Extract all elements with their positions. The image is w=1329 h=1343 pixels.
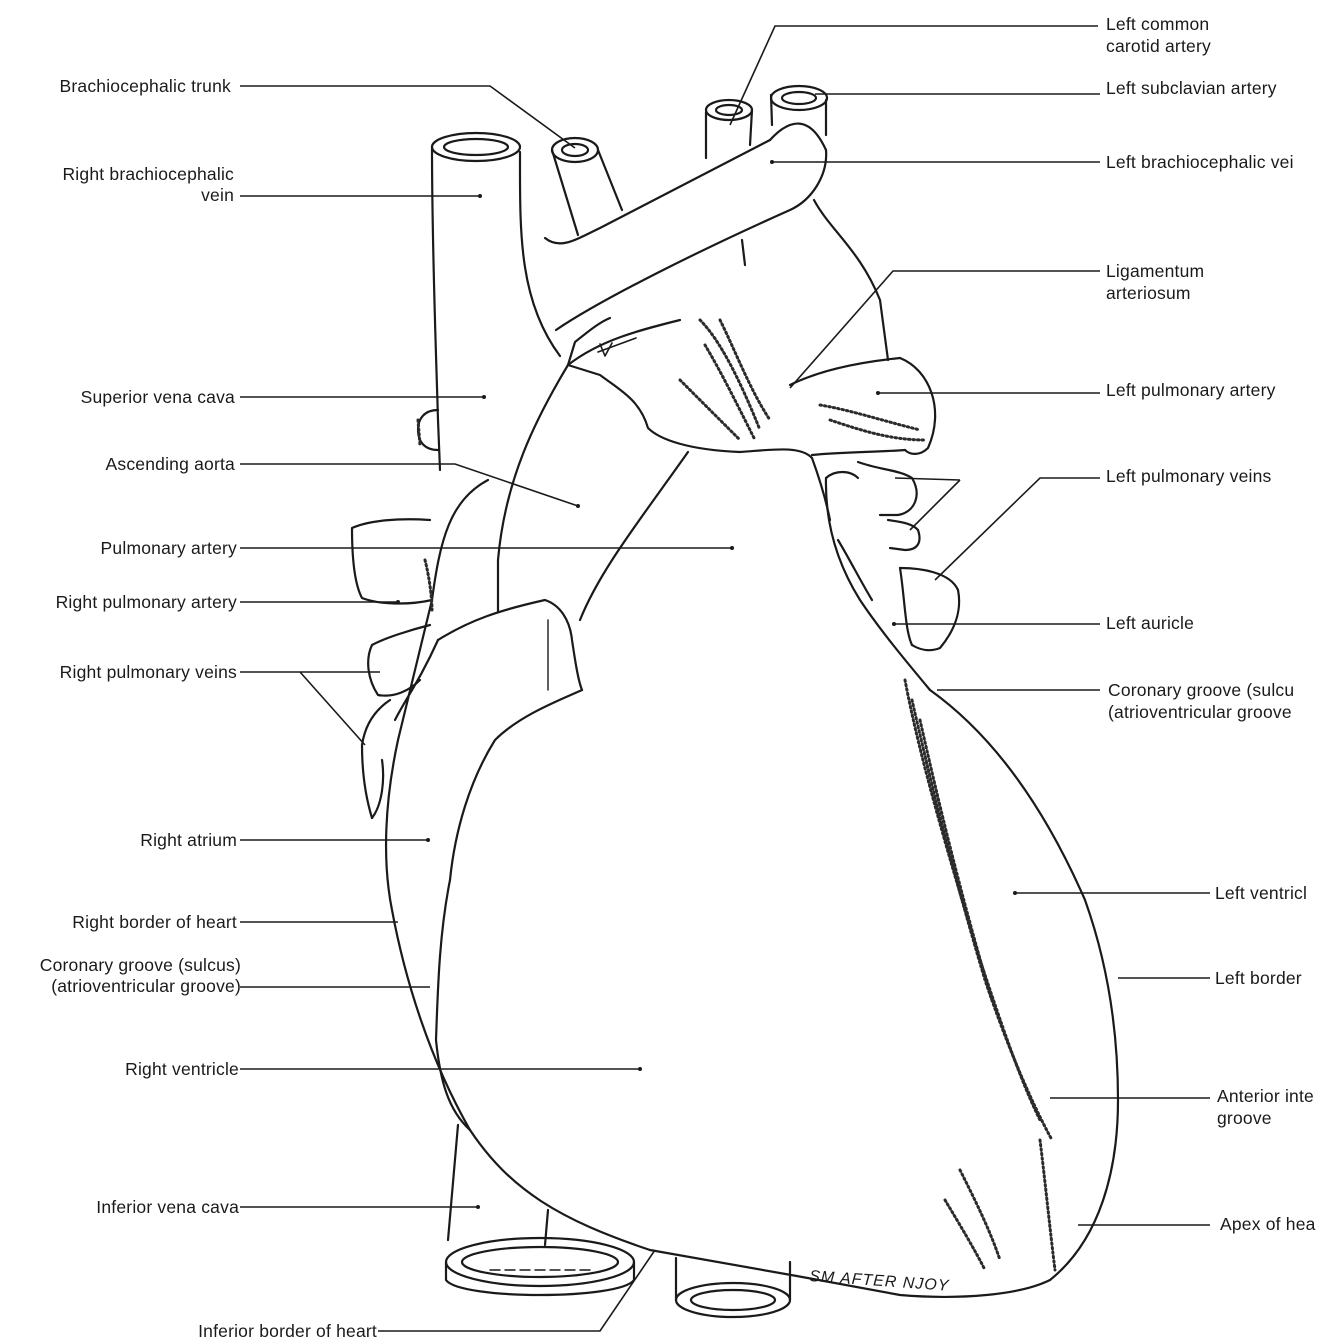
label-coronary-groove-right-line1: Coronary groove (sulcu [1108, 680, 1294, 701]
label-left-brachiocephalic-vein: Left brachiocephalic vei [1106, 152, 1294, 173]
label-ligamentum-arteriosum-line2: arteriosum [1106, 283, 1191, 304]
label-anterior-interventricular-line1: Anterior inte [1217, 1086, 1314, 1107]
label-superior-vena-cava: Superior vena cava [81, 387, 235, 408]
label-inferior-vena-cava: Inferior vena cava [96, 1197, 239, 1218]
label-right-pulmonary-veins: Right pulmonary veins [60, 662, 237, 683]
label-ascending-aorta: Ascending aorta [106, 454, 235, 475]
label-right-border-of-heart: Right border of heart [72, 912, 237, 933]
label-anterior-interventricular-line2: groove [1217, 1108, 1272, 1129]
label-right-brachiocephalic-vein-line2: vein [201, 185, 234, 206]
label-left-pulmonary-veins: Left pulmonary veins [1106, 466, 1271, 487]
label-right-atrium: Right atrium [140, 830, 237, 851]
label-left-common-carotid-line2: carotid artery [1106, 36, 1211, 57]
label-apex-of-heart: Apex of hea [1220, 1214, 1316, 1235]
label-right-ventricle: Right ventricle [125, 1059, 239, 1080]
label-left-subclavian-artery: Left subclavian artery [1106, 78, 1277, 99]
label-coronary-groove-right-line2: (atrioventricular groove [1108, 702, 1292, 723]
label-left-common-carotid-line1: Left common [1106, 14, 1209, 35]
label-inferior-border-of-heart: Inferior border of heart [198, 1321, 377, 1342]
label-left-auricle: Left auricle [1106, 613, 1194, 634]
label-right-pulmonary-artery: Right pulmonary artery [56, 592, 237, 613]
label-pulmonary-artery: Pulmonary artery [101, 538, 237, 559]
label-left-ventricle: Left ventricl [1215, 883, 1307, 904]
label-coronary-groove-left-line2: (atrioventricular groove) [51, 976, 241, 997]
label-left-pulmonary-artery: Left pulmonary artery [1106, 380, 1276, 401]
label-brachiocephalic-trunk: Brachiocephalic trunk [59, 76, 231, 97]
label-right-brachiocephalic-vein-line1: Right brachiocephalic [62, 164, 234, 185]
label-left-border: Left border [1215, 968, 1302, 989]
label-ligamentum-arteriosum-line1: Ligamentum [1106, 261, 1204, 282]
label-coronary-groove-left-line1: Coronary groove (sulcus) [40, 955, 241, 976]
